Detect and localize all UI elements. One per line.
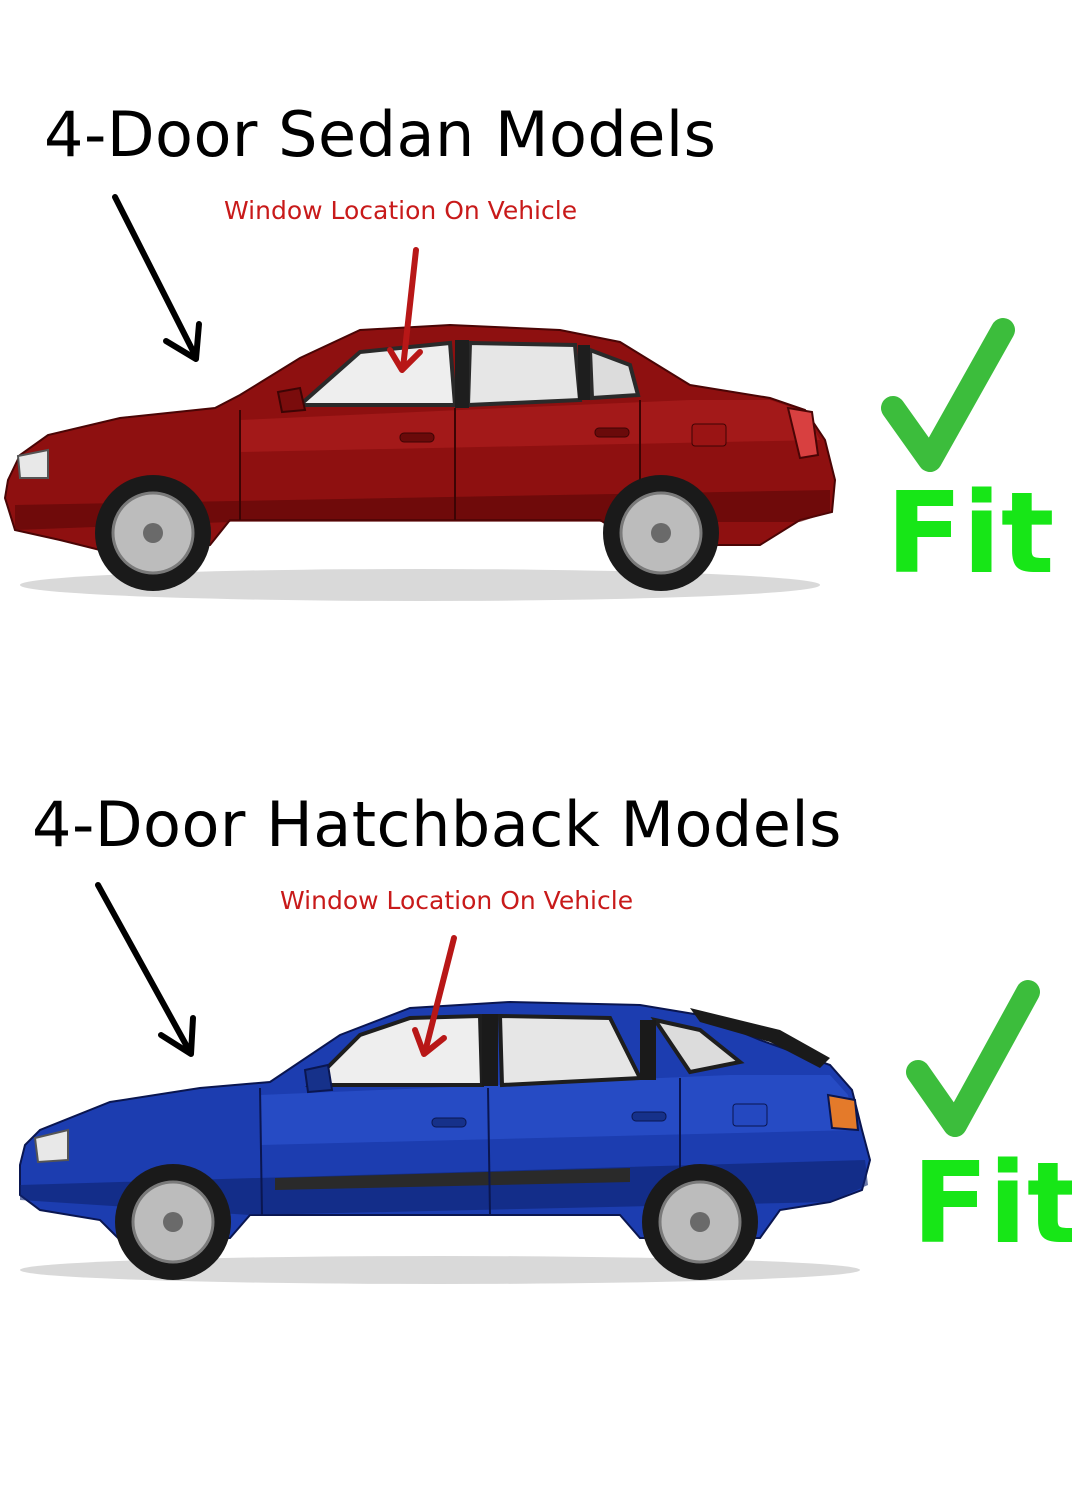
- hatchback-fit-label: Fit: [912, 1139, 1072, 1269]
- hatchback-window-location-label: Window Location On Vehicle: [280, 886, 634, 915]
- hatchback-check-icon: [906, 980, 1040, 1137]
- hatchback-rear-wheel: [642, 1164, 758, 1280]
- sedan-check-icon: [881, 318, 1015, 472]
- hatchback-ground-shadow: [20, 1256, 860, 1284]
- sedan-illustration: [3, 194, 1015, 601]
- hatchback-title: 4-Door Hatchback Models: [32, 788, 842, 861]
- sedan-front-wheel: [95, 475, 211, 591]
- sedan-rear-wheel: [603, 475, 719, 591]
- hatchback-window-location-arrow: [412, 935, 457, 1057]
- hatchback-section: 4-Door Hatchback Models Window Location …: [0, 690, 1072, 1380]
- hatchback-car-image: [19, 1000, 872, 1280]
- hatchback-front-wheel: [115, 1164, 231, 1280]
- hatchback-pointer-arrow: [95, 882, 196, 1057]
- sedan-ground-shadow: [20, 569, 820, 601]
- sedan-fit-label: Fit: [886, 469, 1055, 599]
- sedan-section: 4-Door Sedan Models Window Location On V…: [0, 0, 1072, 690]
- sedan-window-location-arrow: [387, 247, 423, 373]
- sedan-title: 4-Door Sedan Models: [44, 98, 717, 171]
- sedan-window-location-label: Window Location On Vehicle: [224, 196, 578, 225]
- hatchback-illustration: [19, 882, 1040, 1284]
- sedan-pointer-arrow: [112, 194, 202, 362]
- sedan-car-image: [3, 323, 837, 591]
